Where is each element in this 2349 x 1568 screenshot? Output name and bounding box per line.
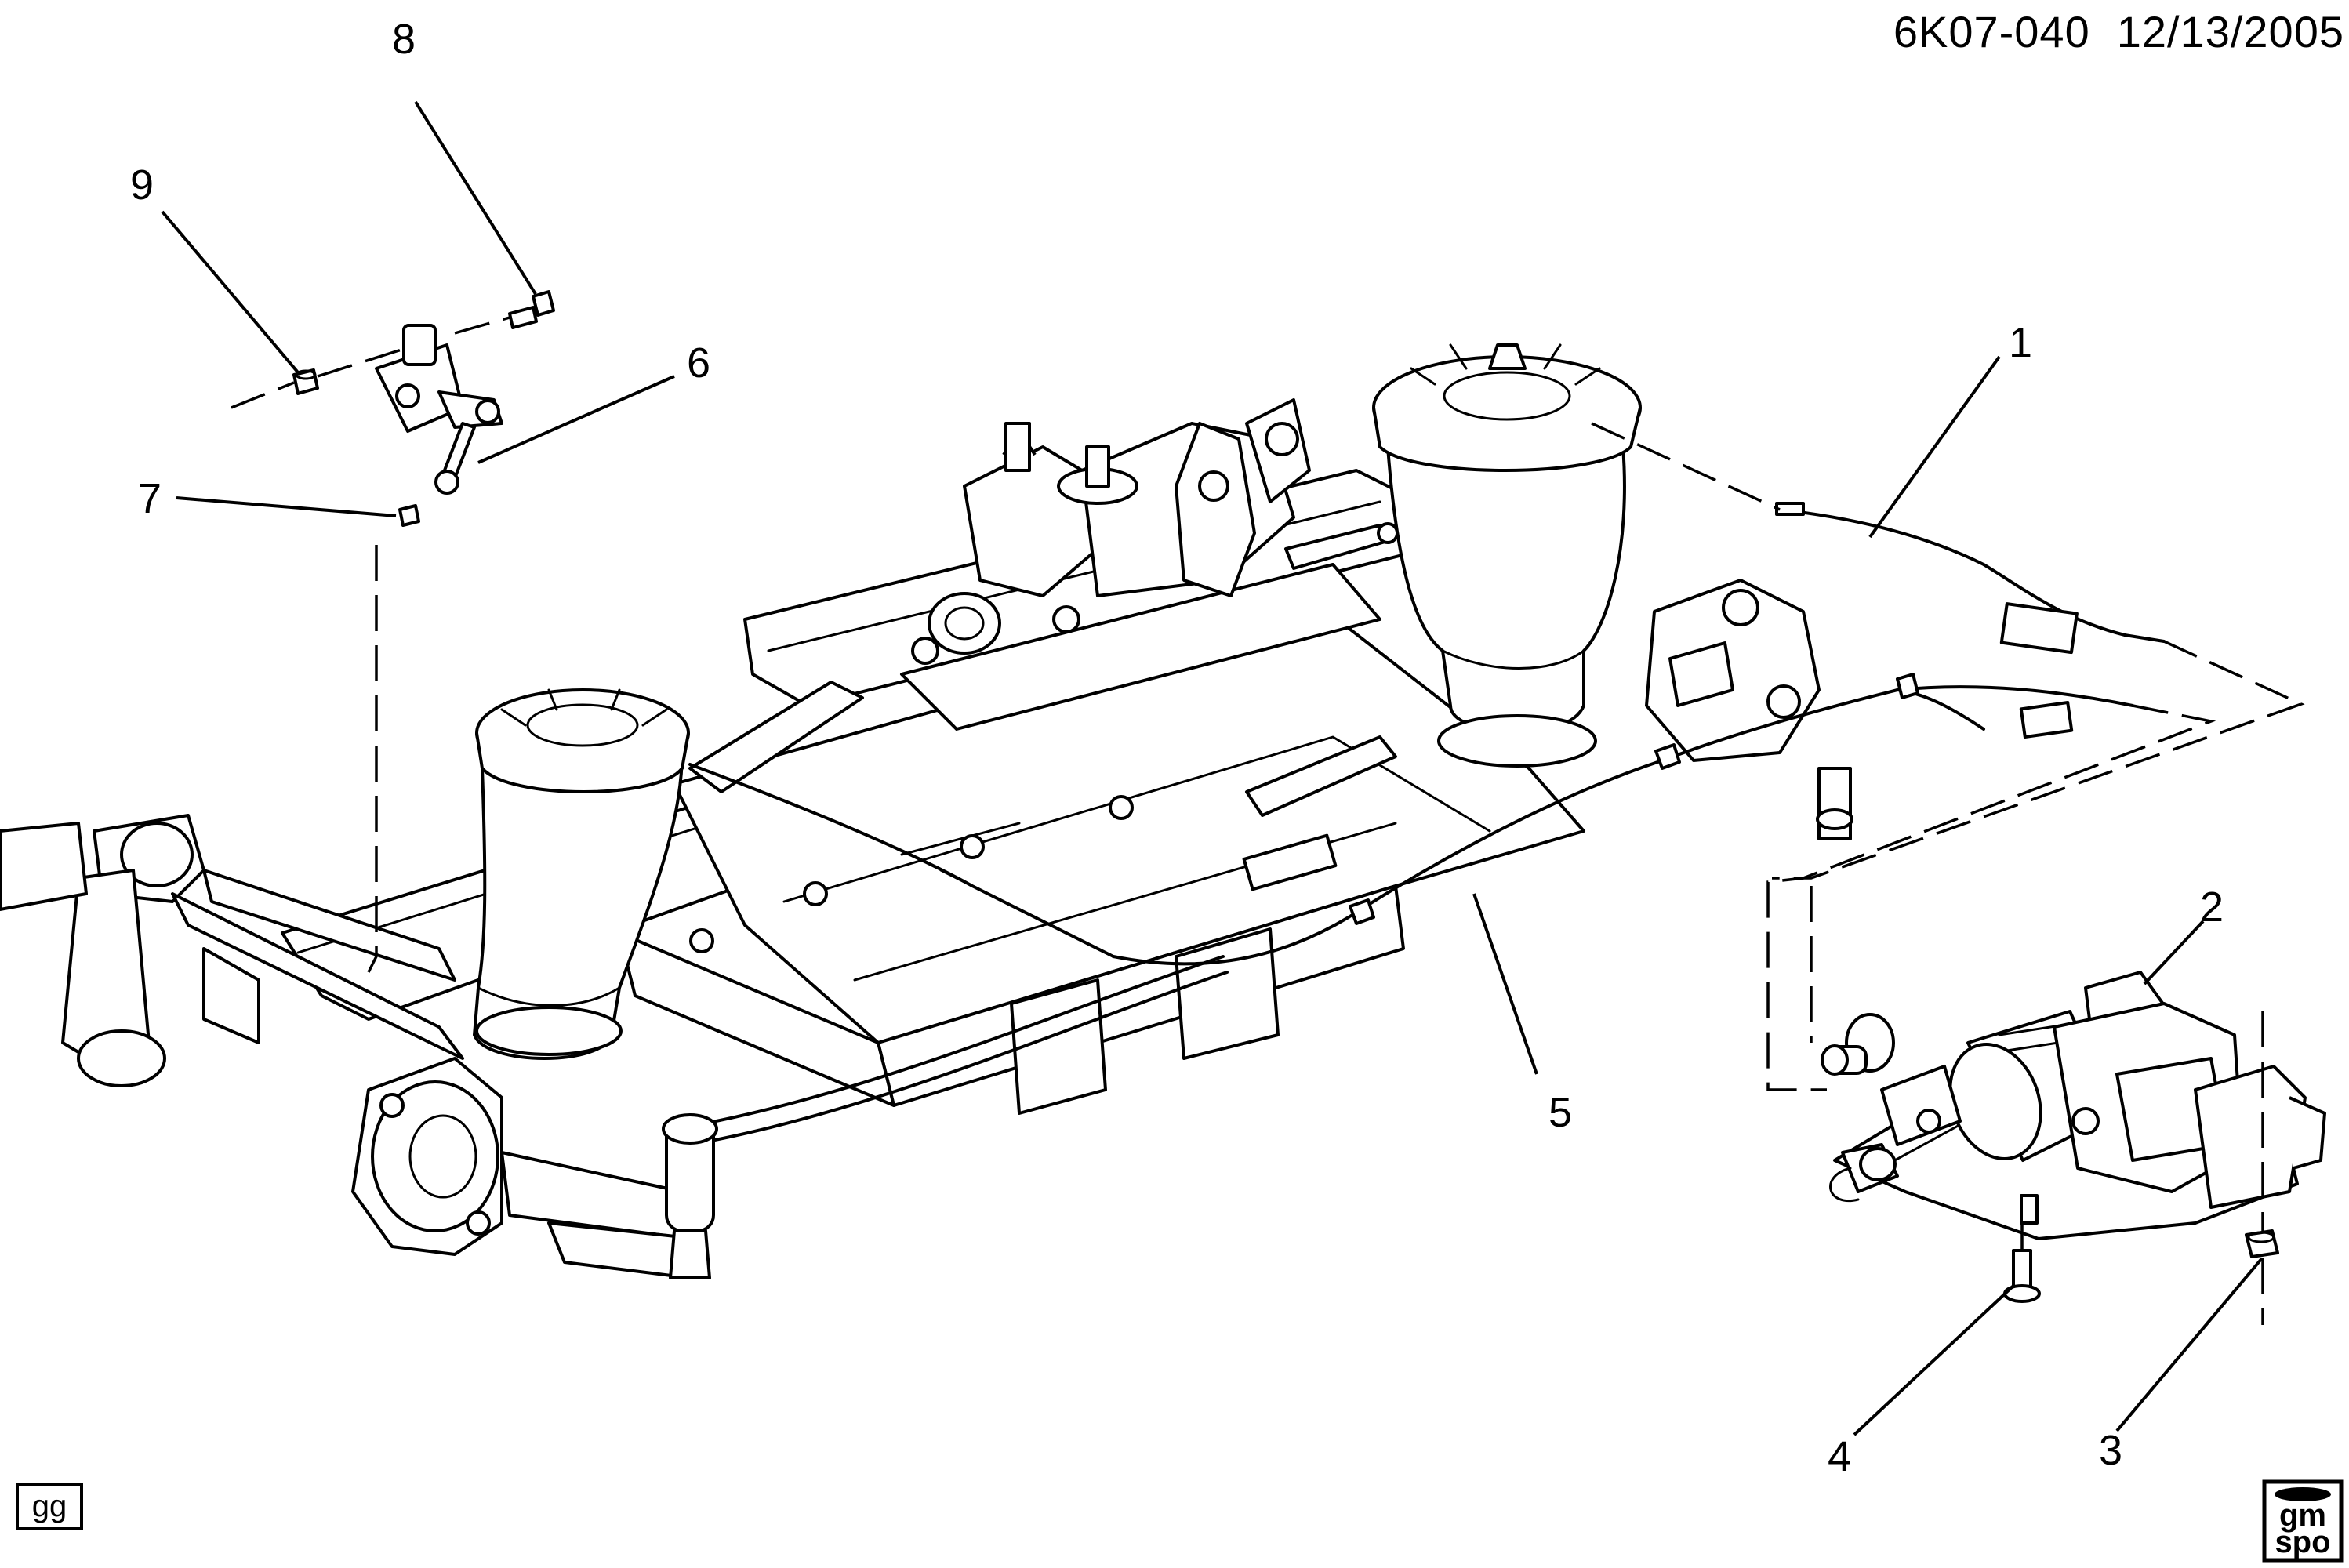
air-line-1	[1775, 502, 2166, 655]
gm-spo-logo: gm spo	[2262, 1479, 2344, 1563]
callout-labels: 1 2 3 4 5 6 7 8 9	[130, 16, 2224, 1480]
bolt-8	[508, 290, 555, 329]
rear-control-arms	[911, 398, 1399, 665]
rear-right-air-spring	[1372, 343, 1853, 840]
left-control-arm-hub	[0, 814, 699, 1279]
fastener-4	[2003, 1249, 2041, 1303]
nut-9	[292, 368, 319, 395]
gg-box: gg	[16, 1483, 83, 1530]
diagram-code: 6K07-040	[1893, 7, 2090, 56]
height-sensor-6	[375, 324, 503, 495]
air-line-5	[688, 673, 2134, 966]
stabilizer-bar	[662, 955, 1229, 1279]
rear-left-air-spring	[473, 688, 690, 1060]
callout-2: 2	[2200, 884, 2224, 931]
callout-3: 3	[2099, 1427, 2122, 1474]
callout-7: 7	[138, 475, 162, 522]
diagram-header: 6K07-040 12/13/2005	[1867, 6, 2344, 57]
callout-1: 1	[2009, 319, 2032, 366]
logo-gm: gm	[2279, 1498, 2326, 1533]
nut-7	[398, 504, 420, 527]
logo-spo: spo	[2275, 1525, 2330, 1559]
callout-5: 5	[1548, 1089, 1572, 1136]
callout-9: 9	[130, 162, 154, 209]
compressor-assembly-2	[1821, 971, 2326, 1240]
diagram-date: 12/13/2005	[2116, 7, 2344, 56]
leader-lines	[161, 100, 2264, 1436]
callout-6: 6	[687, 339, 710, 387]
fastener-3	[2245, 1229, 2279, 1258]
callout-8: 8	[392, 16, 416, 63]
callout-4: 4	[1828, 1433, 1851, 1480]
assembly-lines	[231, 316, 2305, 1325]
gg-box-label: gg	[32, 1489, 67, 1523]
